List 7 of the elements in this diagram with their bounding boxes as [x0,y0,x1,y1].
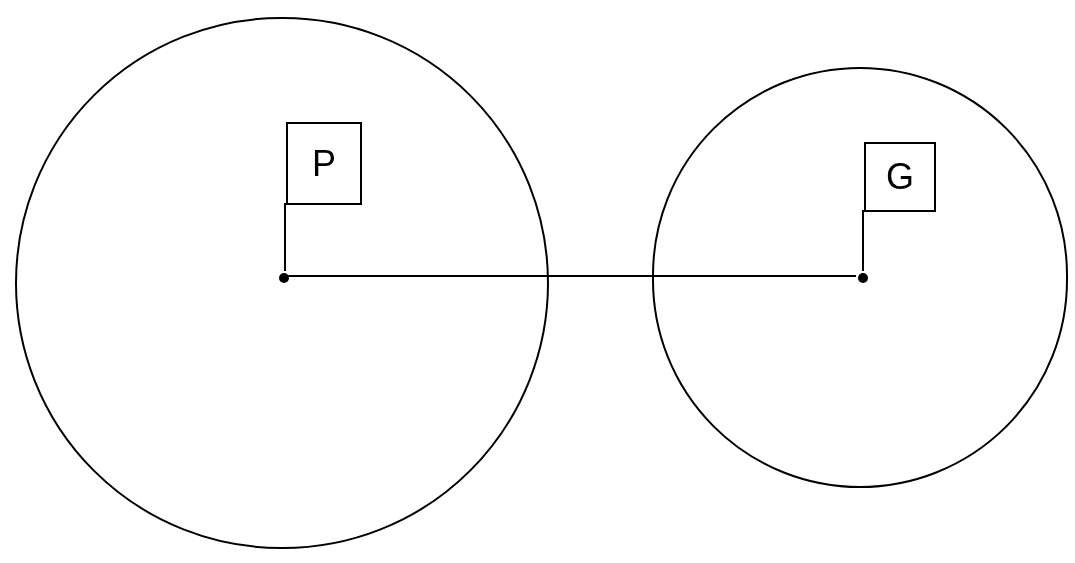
label-flag: G [864,142,936,212]
circle-outline [652,67,1068,488]
connector-line [862,209,864,272]
connector-line [286,275,857,277]
connector-line [284,202,286,272]
circle-outline [15,17,549,549]
label-flag: P [286,122,362,205]
